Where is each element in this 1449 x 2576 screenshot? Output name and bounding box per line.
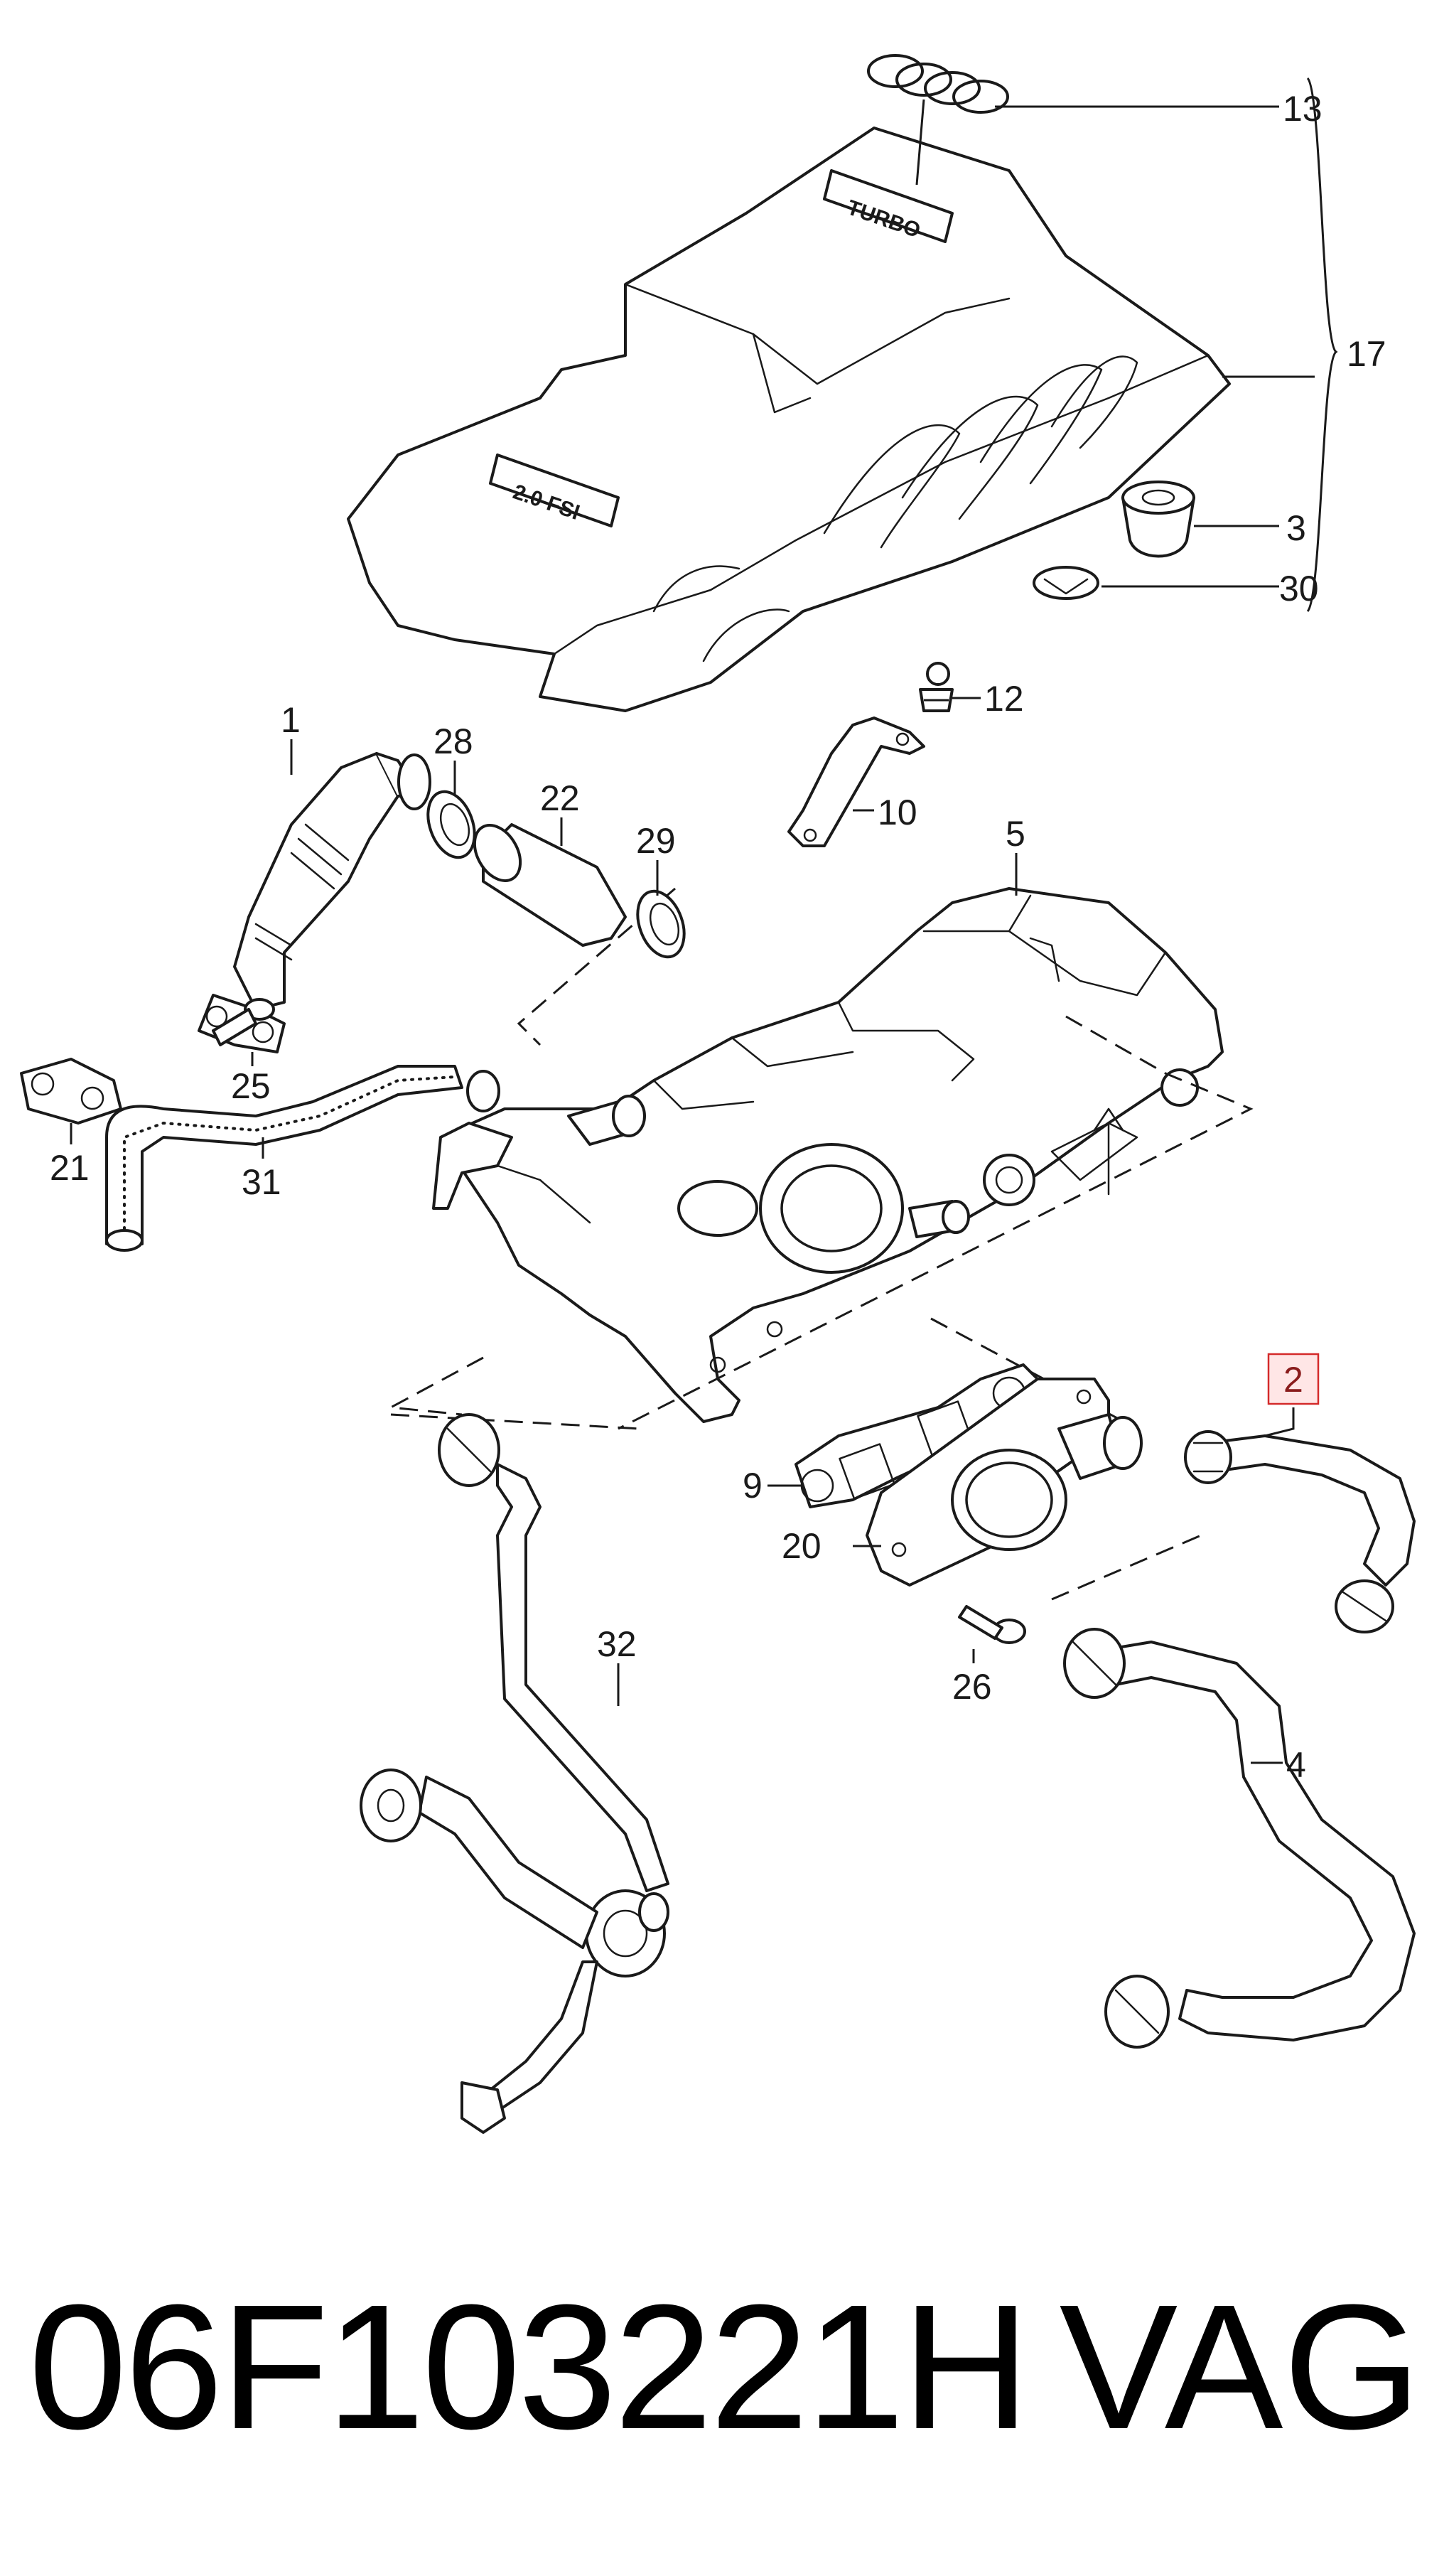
callout-9: 9 [743, 1466, 763, 1506]
hex-bolt-25 [212, 998, 275, 1046]
pcv-hose-2 [1184, 1430, 1416, 1633]
valve-cover [432, 887, 1224, 1423]
breather-hose-31 [105, 1065, 500, 1252]
callout-30: 30 [1279, 569, 1319, 608]
pcv-hose-4 [1063, 1628, 1416, 2049]
retaining-clip [1033, 566, 1099, 600]
callout-29: 29 [636, 821, 676, 861]
breather-pipe [198, 752, 431, 1053]
highlighted-callout-2: 2 [1267, 1353, 1320, 1405]
callout-3: 3 [1286, 508, 1306, 548]
ball-stud-bolt [919, 662, 954, 712]
callout-4: 4 [1286, 1745, 1306, 1785]
oil-separator-housing [866, 1378, 1143, 1587]
callout-1: 1 [281, 700, 301, 740]
footer-row: 06F103221H VAG [28, 2260, 1421, 2474]
callout-28: 28 [433, 721, 473, 761]
callout-22: 22 [540, 778, 580, 818]
part-number: 06F103221H [28, 2268, 1030, 2466]
turbo-emblem: TURBO [823, 169, 954, 243]
brand-label: VAG [1059, 2268, 1421, 2466]
leader-lines [70, 77, 1338, 1764]
callout-26: 26 [952, 1667, 992, 1707]
callout-31: 31 [242, 1162, 281, 1202]
callout-5: 5 [1006, 814, 1025, 854]
mounting-bracket [787, 717, 925, 847]
callout-32: 32 [597, 1624, 637, 1664]
callout-20: 20 [782, 1526, 822, 1566]
hose-22 [473, 823, 627, 947]
flange-gasket [20, 1058, 122, 1125]
engine-cover: TURBO 2.0 FSI [347, 127, 1231, 712]
four-rings-logo [867, 54, 1009, 186]
rubber-grommet [1121, 481, 1195, 558]
callout-12: 12 [984, 679, 1024, 719]
hose-clamp-29 [636, 889, 686, 959]
callout-25: 25 [231, 1066, 271, 1106]
callout-17: 17 [1347, 334, 1386, 374]
highlight-box [1267, 1353, 1320, 1405]
hex-bolt-26 [958, 1605, 1026, 1644]
breather-hose-assembly-32 [360, 1413, 669, 2134]
callout-21: 21 [50, 1148, 90, 1188]
hose-clamp-28 [426, 790, 476, 859]
callout-13: 13 [1283, 89, 1323, 129]
callout-2: 2 [1283, 1360, 1303, 1400]
exploded-parts-diagram: TURBO 2.0 FSI [20, 54, 1416, 2134]
callout-labels: 13 17 3 30 12 10 5 1 28 22 29 25 21 31 9… [50, 89, 1386, 1785]
callout-10: 10 [878, 793, 917, 832]
